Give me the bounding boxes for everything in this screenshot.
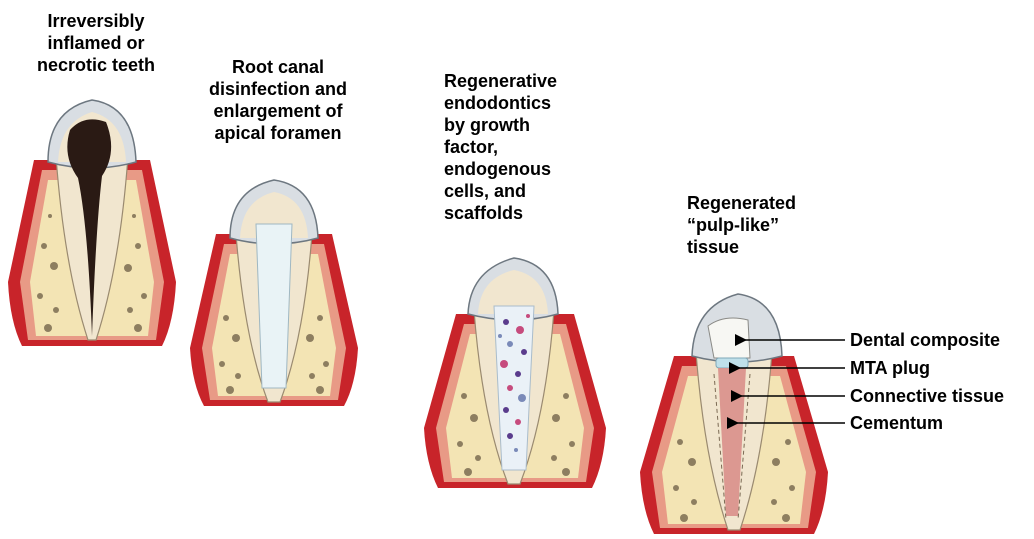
callout-mta-plug: MTA plug (850, 357, 930, 379)
callout-cementum: Cementum (850, 412, 943, 434)
callout-connective-tissue: Connective tissue (850, 385, 1004, 407)
callout-dental-composite: Dental composite (850, 329, 1000, 351)
